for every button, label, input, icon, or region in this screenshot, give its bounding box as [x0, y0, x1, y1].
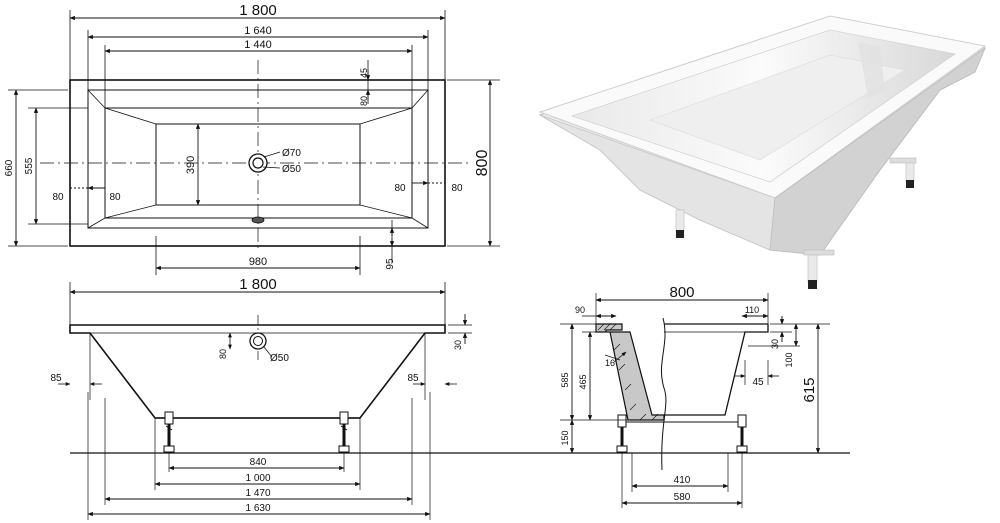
- section-view-legs: [616, 414, 748, 453]
- section-view: 800 90 110: [560, 284, 830, 508]
- side-view: 1 800 Ø50 80 30 85 85: [50, 276, 850, 520]
- dim-total-height: 800: [474, 150, 491, 177]
- dim-overall-length: 1 800: [239, 2, 277, 19]
- dim-right-offset-inner: 80: [394, 183, 406, 194]
- dim-floor-width: 390: [185, 156, 197, 174]
- dim-section-leg-height: 150: [560, 430, 570, 445]
- dim-section-rim-left: 90: [575, 305, 585, 315]
- dim-right-offset-outer: 80: [451, 183, 463, 194]
- dim-section-rim-right: 110: [745, 305, 759, 315]
- dim-drain-diameter: Ø50: [282, 164, 301, 175]
- dim-section-total-height: 615: [801, 377, 818, 402]
- dim-left-offset-inner: 80: [109, 192, 121, 203]
- dim-frame-outer: 1 630: [245, 503, 270, 514]
- dim-rim-inner-length: 1 640: [244, 25, 272, 37]
- dim-outer-width: 660: [4, 159, 15, 176]
- top-view: 1 800 1 640 1 440 980 660 555 800 390: [4, 2, 500, 275]
- top-view-corner-lines: [87, 89, 429, 229]
- dim-side-drain-height: 80: [218, 349, 228, 359]
- dim-inner-width: 555: [24, 157, 35, 174]
- dim-section-rim-drop: 100: [784, 352, 794, 367]
- top-view-overflow: [251, 216, 265, 224]
- dim-section-wall-offset: 45: [752, 377, 764, 388]
- section-view-hatch: [597, 323, 659, 421]
- top-view-drain-inner: [252, 157, 264, 169]
- dim-legs-distance: 840: [250, 457, 267, 468]
- render-legs: [675, 157, 917, 289]
- section-break-line: [660, 317, 667, 471]
- dim-frame-inner: 1 000: [245, 473, 270, 484]
- dim-overflow-diameter: Ø70: [282, 148, 301, 159]
- dim-section-frame-outer: 580: [674, 492, 691, 503]
- dim-left-wall-offset: 85: [50, 373, 62, 384]
- dim-side-rim-thickness: 30: [453, 340, 463, 350]
- dim-rim-step-top: 80: [359, 96, 369, 106]
- section-view-outer: [664, 323, 769, 416]
- side-view-legs: [163, 411, 350, 453]
- dim-section-depth-outer: 585: [560, 372, 570, 387]
- dim-side-drain-diameter: Ø50: [270, 353, 289, 364]
- dim-left-offset-outer: 80: [52, 192, 64, 203]
- dim-section-width: 800: [669, 284, 694, 301]
- dim-side-overall-length: 1 800: [239, 276, 277, 293]
- bathtub-render: [538, 15, 987, 289]
- dim-rim-width-top: 45: [359, 68, 369, 78]
- dim-right-wall-offset: 85: [407, 373, 419, 384]
- dim-frame-mid: 1 470: [245, 488, 270, 499]
- dim-section-rim-thickness: 30: [770, 339, 780, 349]
- dim-rim-offset-bottom: 95: [385, 258, 396, 270]
- dim-section-depth-inner: 465: [578, 374, 588, 389]
- section-view-wall: [595, 323, 665, 421]
- dim-floor-length: 1 440: [244, 39, 272, 51]
- dim-floor-bottom-length: 980: [249, 256, 267, 268]
- dim-section-wall-thickness: 16: [605, 358, 615, 368]
- dim-section-frame-inner: 410: [674, 475, 691, 486]
